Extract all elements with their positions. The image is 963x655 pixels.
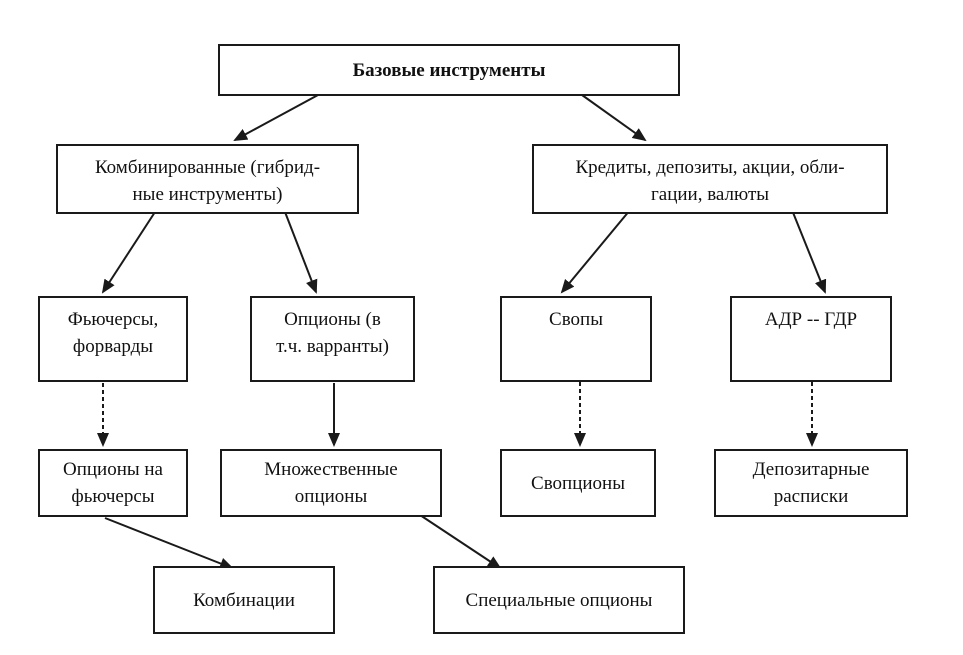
node-swaps: Свопы [500, 296, 652, 382]
arrow-credits-to-swaps [560, 209, 631, 294]
node-credits-deposits: Кредиты, депозиты, акции, обли- гации, в… [532, 144, 888, 214]
node-combinations-label: Комбинации [193, 589, 295, 611]
node-options-warrants: Опционы (в т.ч. варранты) [250, 296, 415, 382]
node-futures-options-line2: фьючерсы [71, 486, 155, 507]
node-special-options: Специальные опционы [433, 566, 685, 634]
node-options-line2: т.ч. варранты) [276, 336, 389, 357]
node-depositary-line1: Депозитарные [752, 459, 870, 480]
node-futures-line1: Фьючерсы, [67, 309, 159, 330]
node-depositary-receipts: Депозитарные расписки [714, 449, 908, 517]
node-credits-line2: гации, валюты [650, 184, 770, 205]
node-combined-instruments: Комбинированные (гибрид- ные инструменты… [56, 144, 359, 214]
node-futures-forwards: Фьючерсы, форварды [38, 296, 188, 382]
arrow-root-to-credits [581, 94, 647, 142]
node-combined-line1: Комбинированные (гибрид- [94, 157, 321, 178]
arrow-futures-options-to-combinations [104, 517, 234, 570]
node-combined-line2: ные инструменты) [132, 184, 283, 205]
arrow-combined-to-futures [101, 211, 156, 294]
arrow-root-to-combined [233, 94, 319, 141]
node-multiple-options-line2: опционы [294, 486, 368, 507]
arrow-credits-to-adr [791, 209, 827, 294]
node-depositary-line2: расписки [773, 486, 849, 507]
arrow-multiple-to-special [419, 514, 502, 570]
node-futures-options-line1: Опционы на [62, 459, 163, 480]
node-swaptions-label: Свопционы [531, 472, 625, 494]
node-combinations: Комбинации [153, 566, 335, 634]
node-multiple-options-line1: Множественные [264, 459, 398, 480]
node-special-options-label: Специальные опционы [465, 589, 653, 611]
node-base-instruments: Базовые инструменты [218, 44, 680, 96]
node-swaps-label: Свопы [549, 309, 603, 330]
node-multiple-options: Множественные опционы [220, 449, 442, 517]
arrow-combined-to-options [284, 211, 318, 294]
node-adr-gdr-label: АДР -- ГДР [764, 309, 858, 330]
node-futures-line2: форварды [72, 336, 154, 357]
node-swaptions: Свопционы [500, 449, 656, 517]
node-futures-options: Опционы на фьючерсы [38, 449, 188, 517]
node-adr-gdr: АДР -- ГДР [730, 296, 892, 382]
node-base-instruments-label: Базовые инструменты [352, 59, 546, 81]
node-credits-line1: Кредиты, депозиты, акции, обли- [575, 157, 845, 178]
node-options-line1: Опционы (в [284, 309, 381, 330]
